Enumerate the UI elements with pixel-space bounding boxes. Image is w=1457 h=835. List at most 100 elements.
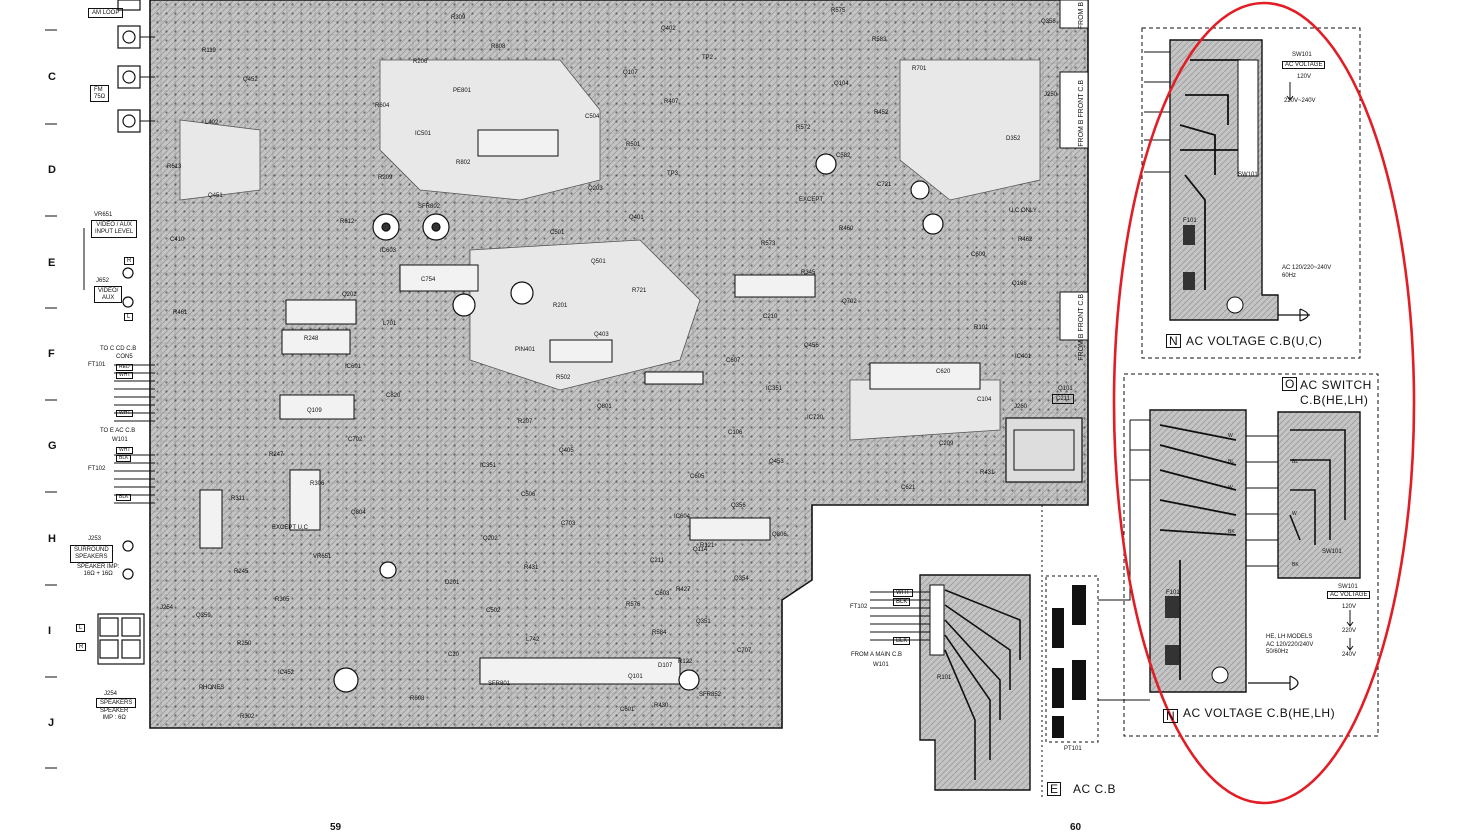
component-ref-label: Q104 — [834, 81, 849, 87]
component-ref-label: R573 — [761, 241, 776, 247]
component-ref-label: L742 — [526, 637, 540, 643]
component-ref-label: Q801 — [597, 404, 612, 410]
video-aux-input-level-label: VIDEO / AUX INPUT LEVEL — [91, 220, 138, 238]
component-ref-label: R306 — [310, 481, 325, 487]
pad-bl-1: BL — [1228, 459, 1235, 465]
jack-r-label: R — [124, 257, 135, 265]
wire-wht-label-3: WHT — [116, 447, 134, 454]
helh-sw101-label: SW101 — [1338, 584, 1358, 590]
component-ref-label: IC604 — [674, 514, 691, 520]
component-ref-label: R576 — [626, 602, 641, 608]
component-ref-label: IC351 — [480, 463, 497, 469]
pad-bl-2: BL — [1292, 459, 1299, 465]
ac-cb-tag: E — [1047, 782, 1062, 796]
highlight-ellipse — [1112, 1, 1416, 805]
row-letter-j: J — [48, 717, 55, 729]
component-ref-label: Q501 — [591, 259, 606, 265]
wire-red-label: RED — [116, 364, 133, 371]
component-ref-label: R309 — [451, 15, 466, 21]
component-ref-label: R430 — [654, 703, 669, 709]
component-ref-label: Q359 — [196, 613, 211, 619]
component-ref-label: R701 — [912, 66, 927, 72]
ac-cb-blk-label-2: BLK — [893, 637, 911, 645]
component-ref-label: TP3 — [667, 171, 679, 177]
ac-cb-w101-label: W101 — [873, 662, 889, 668]
ac-cb-r101-label: R101 — [937, 675, 952, 681]
component-ref-label: Q101 — [628, 674, 643, 680]
phones-label: C211 — [1052, 394, 1074, 404]
component-ref-label: Q806 — [772, 532, 787, 538]
uc-title: AC VOLTAGE C.B(U,C) — [1186, 334, 1323, 348]
speaker-imp-6-label: SPEAKER IMP : 6Ω — [100, 708, 129, 721]
component-ref-label: C603 — [655, 591, 670, 597]
component-ref-label: C702 — [348, 437, 363, 443]
helh-tag: N — [1163, 709, 1178, 723]
wire-blk-label-2: BLK — [116, 494, 132, 501]
helh-120v-label: 120V — [1342, 604, 1357, 610]
speaker-r-label: R — [76, 643, 87, 651]
ac-cb-blk-label: BLK — [893, 598, 911, 606]
component-ref-label: C621 — [901, 485, 916, 491]
component-ref-label: L402 — [205, 120, 219, 126]
ft102-left-label: FT102 — [88, 466, 106, 472]
component-ref-label: IC351 — [766, 386, 783, 392]
from-b-front-cb-label-2: FROM B FRONT C.B — [1078, 294, 1085, 361]
component-ref-label: R101 — [974, 325, 989, 331]
component-ref-label: C707 — [737, 648, 752, 654]
uc-f101-label: F101 — [1183, 218, 1197, 224]
component-ref-label: Q351 — [696, 619, 711, 625]
component-ref-label: PE801 — [453, 88, 472, 94]
component-ref-label: IC401 — [1015, 354, 1032, 360]
component-ref-label: R431 — [980, 470, 995, 476]
component-ref-label: R431 — [524, 565, 539, 571]
uc-ac-rating-label: AC 120/220~240V 60Hz — [1282, 265, 1332, 279]
component-ref-label: Q453 — [769, 459, 784, 465]
ac-cb-title: AC C.B — [1073, 782, 1117, 796]
row-letter-e: E — [48, 257, 56, 269]
component-ref-label: Q202 — [342, 292, 357, 298]
component-ref-label: R584 — [652, 630, 667, 636]
wire-blk-label: BLK — [116, 455, 132, 462]
to-ac-cb-label: TO E AC C.B — [100, 428, 136, 434]
from-b-top-label: FROM B — [1078, 2, 1085, 30]
component-ref-label: R407 — [664, 99, 679, 105]
component-ref-label: C582 — [836, 153, 851, 159]
component-ref-label: SFR802 — [418, 204, 441, 210]
component-ref-label: Q401 — [629, 215, 644, 221]
component-ref-label: IC603 — [380, 248, 397, 254]
component-ref-label: Q456 — [804, 343, 819, 349]
component-ref-label: Q114 — [693, 547, 708, 553]
component-ref-label: C609 — [971, 252, 986, 258]
component-ref-label: R122 — [678, 659, 693, 665]
speaker-imp-16-label: SPEAKER IMP: 16Ω + 16Ω — [77, 564, 120, 577]
component-ref-label: Q107 — [623, 70, 638, 76]
helh-title: AC VOLTAGE C.B(HE,LH) — [1183, 706, 1336, 720]
con5-label: CON5 — [116, 354, 133, 360]
component-ref-label: R250 — [237, 641, 252, 647]
component-ref-label: R119 — [202, 48, 216, 54]
component-ref-label: D352 — [1006, 136, 1021, 142]
component-ref-label: C106 — [728, 430, 743, 436]
component-ref-label: R721 — [632, 288, 647, 294]
uc-220-240v-label: 220V~240V — [1284, 98, 1316, 104]
component-ref-label: VR651 — [313, 554, 332, 560]
component-ref-label: EXCEPT U,C — [272, 525, 308, 531]
wire-wht-label-2: WHT — [116, 410, 134, 417]
component-ref-label: R808 — [491, 44, 506, 50]
component-ref-label: IC720 — [807, 415, 824, 421]
component-ref-label: R209 — [378, 175, 393, 181]
pad-w-1: W — [1228, 433, 1233, 439]
uc-tag: N — [1166, 334, 1181, 348]
row-letter-h: H — [48, 533, 56, 545]
speaker-l-label: L — [76, 624, 86, 632]
component-ref-label: Q202 — [483, 536, 498, 542]
to-cd-cb-label: TO C CD C.B — [100, 346, 137, 352]
component-ref-label: C502 — [486, 608, 501, 614]
pad-bk-1: BK — [1228, 529, 1235, 535]
ft101-label: FT101 — [88, 362, 106, 368]
ac-cb-from-main-label: FROM A MAIN C.B — [851, 652, 903, 658]
component-ref-label: R461 — [173, 310, 188, 316]
j254-label: J254 — [104, 691, 118, 697]
am-loop-label: AM LOOP — [88, 8, 124, 18]
